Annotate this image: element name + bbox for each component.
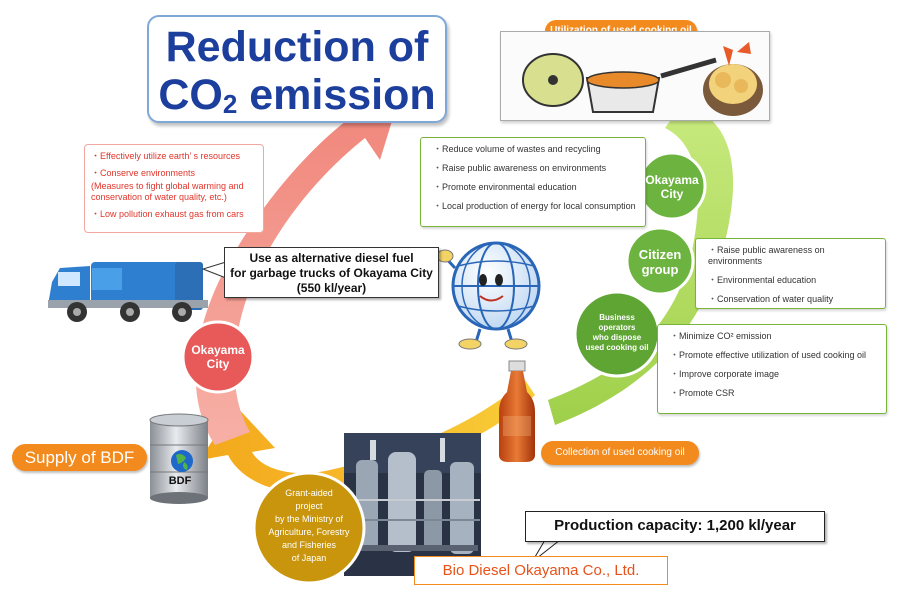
citizen-group-node	[625, 226, 695, 296]
benefit-item: Conservation of water quality	[708, 294, 877, 305]
grant-project-label: Grant-aided project by the Ministry of A…	[258, 487, 360, 565]
company-name-box: Bio Diesel Okayama Co., Ltd.	[414, 556, 668, 585]
citizen-group-benefits-box: Raise public awareness on environments E…	[695, 238, 886, 309]
benefit-item: Environmental education	[708, 275, 877, 286]
benefits-box: ・Effectively utilize earth’ s resources …	[84, 144, 264, 233]
cooking-illustration-frame	[500, 31, 770, 121]
node-label-line: who dispose	[592, 333, 642, 342]
node-label-line: Citizen	[638, 247, 682, 262]
collection-label: Collection of used cooking oil	[541, 441, 699, 465]
cooking-pot-and-tempura-illustration	[522, 42, 763, 116]
benefit-item: Promote effective utilization of used co…	[670, 350, 878, 361]
drum-label: BDF	[168, 475, 192, 487]
garbage-truck-illustration	[48, 262, 208, 322]
callout-line: Use as alternative diesel fuel	[249, 251, 414, 265]
plant-photo	[344, 433, 481, 576]
benefit-item: (Measures to fight global warming and co…	[91, 181, 244, 202]
benefit-item: Raise public awareness on environments	[433, 163, 637, 174]
globe-mascot-illustration	[436, 241, 541, 350]
title-co: CO	[158, 71, 223, 119]
node-label-line: Okayama	[191, 343, 245, 357]
benefit-item: Minimize CO² emission	[670, 331, 878, 342]
node-label-line: Agriculture, Forestry	[268, 527, 350, 537]
okayama-city-green-label: Okayama City	[640, 173, 704, 201]
node-label-line: City	[206, 357, 230, 371]
node-label-line: Okayama	[645, 173, 699, 187]
benefit-item: Promote environmental education	[433, 182, 637, 193]
benefit-item: Local production of energy for local con…	[433, 201, 637, 212]
truck-callout: Use as alternative diesel fuel for garba…	[224, 247, 439, 298]
node-label-line: used cooking oil	[585, 343, 649, 352]
node-label-line: City	[660, 187, 684, 201]
callout-line: for garbage trucks of Okayama City	[230, 266, 433, 280]
benefit-item: Reduce volume of wastes and recycling	[433, 144, 637, 155]
title-emission: emission	[237, 71, 436, 119]
title-line2: CO2 emission	[158, 71, 435, 119]
node-label-line: by the Ministry of	[274, 514, 344, 524]
node-label-line: and Fisheries	[281, 540, 337, 550]
supply-bdf-label: Supply of BDF	[12, 444, 147, 471]
node-label-line: group	[641, 262, 679, 277]
node-label-line: of Japan	[291, 553, 327, 563]
title-line1: Reduction of	[165, 23, 429, 71]
benefit-item: ・Low pollution exhaust gas from cars	[91, 209, 244, 219]
bdf-drum-illustration	[149, 413, 209, 504]
callout-line: (550 kl/year)	[296, 281, 367, 295]
grant-project-node	[252, 471, 366, 585]
benefit-item: Raise public awareness on environments	[708, 245, 877, 267]
node-label-line: Grant-aided	[285, 488, 333, 498]
truck-callout-tail	[201, 261, 227, 279]
benefit-item: Promote CSR	[670, 388, 878, 399]
okayama-city-red-label: Okayama City	[183, 343, 253, 371]
business-operators-benefits-box: Minimize CO² emission Promote effective …	[657, 324, 887, 414]
title-box: Reduction of CO2 emission	[147, 15, 447, 123]
production-capacity-box: Production capacity: 1,200 kl/year	[525, 511, 825, 542]
business-operators-label: Business operators who dispose used cook…	[577, 313, 657, 353]
benefit-item: ・Conserve environments	[91, 168, 196, 178]
node-label-line: Business	[599, 313, 635, 322]
node-label-line: operators	[598, 323, 636, 332]
benefit-item: ・Effectively utilize earth’ s resources	[91, 151, 241, 161]
okayama-city-red-node	[181, 320, 255, 394]
title-subscript: 2	[222, 89, 238, 119]
oil-bottle-illustration	[499, 360, 535, 462]
okayama-city-benefits-box: Reduce volume of wastes and recycling Ra…	[420, 137, 646, 227]
citizen-group-label: Citizen group	[628, 247, 692, 277]
benefit-item: Improve corporate image	[670, 369, 878, 380]
node-label-line: project	[295, 501, 323, 511]
